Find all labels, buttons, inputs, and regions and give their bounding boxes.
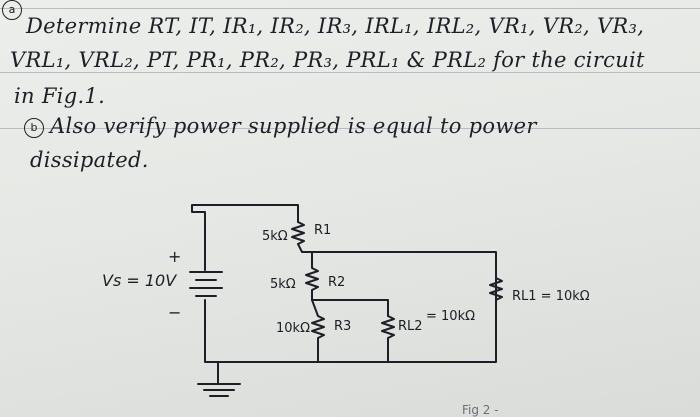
resistor-r3-zigzag [311,299,325,363]
wire-r1-node [297,243,497,336]
circuit-labels: + − Vs = 10V 5kΩ R1 5kΩ R2 10kΩ R3 RL2 =… [102,223,590,417]
r2-name: R2 [328,275,345,290]
wire-bottom [204,299,497,363]
rl2-value: = 10kΩ [426,309,475,324]
rl1-label: RL1 = 10kΩ [512,289,590,304]
part-b-marker: b [24,118,44,138]
part-b-line-1: Also verify power supplied is equal to p… [50,114,537,138]
rl2-name: RL2 [398,319,423,334]
source-label: Vs = 10V [102,271,177,290]
fig-caption: Fig 2 - [462,403,499,417]
r1-value: 5kΩ [262,229,288,244]
source-plus: + [168,247,181,266]
ground-symbol [197,383,241,397]
part-b-line-2: dissipated. [30,148,149,172]
resistor-rl2-zigzag [381,315,395,363]
r3-value: 10kΩ [276,321,310,336]
question-line-2: VRL₁, VRL₂, PT, PR₁, PR₂, PR₃, PRL₁ & PR… [10,48,645,72]
ruled-line [0,128,700,129]
r1-name: R1 [314,223,331,238]
r3-name: R3 [334,319,351,334]
resistor-r1-zigzag [291,221,305,245]
part-a-marker: a [2,0,22,20]
source-minus: − [168,303,181,322]
r2-value: 5kΩ [270,277,296,292]
wire-r2-node [311,299,389,317]
question-line-1: Determine RT, IT, IR₁, IR₂, IR₃, IRL₁, I… [26,14,645,38]
ruled-line [0,8,700,9]
wire-left-top [191,204,299,271]
resistor-r2-zigzag [305,251,319,301]
ruled-line [0,72,700,73]
resistor-rl1-zigzag [489,277,503,301]
question-line-3: in Fig.1. [14,84,106,108]
